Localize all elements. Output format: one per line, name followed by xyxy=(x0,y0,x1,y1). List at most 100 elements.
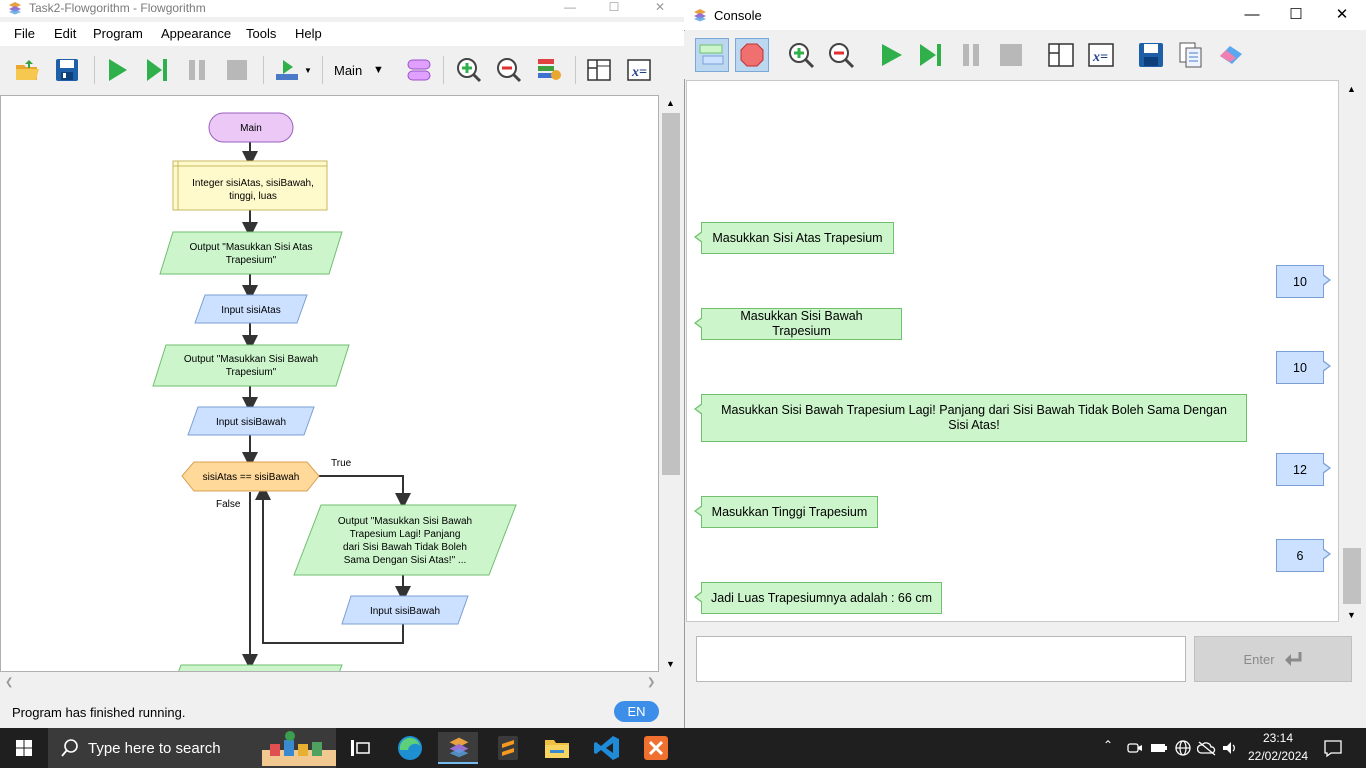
chevron-down-icon[interactable]: ▼ xyxy=(304,66,312,75)
run-speed-icon[interactable] xyxy=(273,56,301,84)
stop-icon[interactable] xyxy=(223,56,251,84)
scrollbar-thumb[interactable] xyxy=(1343,548,1361,604)
start-terminal[interactable] xyxy=(208,112,294,143)
language-badge[interactable]: EN xyxy=(614,701,659,722)
menu-help[interactable]: Help xyxy=(295,26,322,41)
console-output[interactable]: Masukkan Sisi Atas Trapesium 10 Masukkan… xyxy=(686,80,1339,622)
edge-browser-icon[interactable] xyxy=(390,732,430,764)
scroll-right-icon[interactable]: ❯ xyxy=(647,677,656,688)
chat-view-toggle[interactable] xyxy=(695,38,729,72)
scroll-down-icon[interactable]: ▼ xyxy=(1347,610,1356,620)
run-icon[interactable] xyxy=(876,40,906,70)
output-label-line2: Trapesium Lagi! Panjang xyxy=(350,529,461,540)
input-block[interactable] xyxy=(187,406,315,436)
toolbar-separator xyxy=(322,56,323,84)
step-icon[interactable] xyxy=(916,40,946,70)
scroll-left-icon[interactable]: ❮ xyxy=(5,677,14,688)
step-icon[interactable] xyxy=(143,56,171,84)
enter-button[interactable]: Enter xyxy=(1194,636,1352,682)
volume-icon[interactable] xyxy=(1221,740,1239,756)
svg-text:x=: x= xyxy=(631,65,647,80)
minimize-button[interactable]: — xyxy=(564,0,576,14)
eraser-icon[interactable] xyxy=(1216,40,1246,70)
zoom-out-icon[interactable] xyxy=(495,56,523,84)
zoom-in-icon[interactable] xyxy=(786,40,816,70)
input-block[interactable] xyxy=(341,595,469,625)
save-icon[interactable] xyxy=(53,56,81,84)
status-bar xyxy=(0,697,684,728)
input-block[interactable] xyxy=(194,294,308,324)
toolbar-separator xyxy=(263,56,264,84)
menu-program[interactable]: Program xyxy=(93,26,143,41)
console-input-field[interactable] xyxy=(696,636,1186,682)
close-button[interactable]: ✕ xyxy=(654,0,666,14)
output-label-line3: dari Sisi Bawah Tidak Boleh xyxy=(343,542,467,553)
show-hidden-icons-icon[interactable]: ⌃ xyxy=(1103,738,1114,752)
notifications-icon[interactable] xyxy=(1323,738,1343,758)
menu-file[interactable]: File xyxy=(14,26,35,41)
pause-icon[interactable] xyxy=(956,40,986,70)
declare-block[interactable] xyxy=(172,160,328,211)
clock-time[interactable]: 23:14 xyxy=(1262,731,1294,745)
console-output-message: Jadi Luas Trapesiumnya adalah : 66 cm xyxy=(694,582,942,614)
horizontal-scrollbar[interactable] xyxy=(0,674,659,692)
function-shapes-icon[interactable] xyxy=(405,56,433,84)
pause-icon[interactable] xyxy=(183,56,211,84)
stop-icon[interactable] xyxy=(996,40,1026,70)
scroll-up-icon[interactable]: ▲ xyxy=(666,98,675,108)
function-selector[interactable]: Main xyxy=(334,63,363,78)
clock-date[interactable]: 22/02/2024 xyxy=(1248,749,1309,763)
windows-start-icon[interactable] xyxy=(0,728,48,768)
maximize-button[interactable]: ☐ xyxy=(1289,6,1303,23)
variable-watch-icon[interactable]: x= xyxy=(1086,40,1116,70)
layout-icon[interactable] xyxy=(585,56,613,84)
scroll-up-icon[interactable]: ▲ xyxy=(1347,84,1356,94)
minimize-button[interactable]: — xyxy=(1244,6,1260,23)
chevron-down-icon[interactable]: ▼ xyxy=(373,64,384,76)
copy-icon[interactable] xyxy=(1176,40,1206,70)
declare-label-line2: tinggi, luas xyxy=(229,191,277,202)
globe-network-icon[interactable] xyxy=(1174,739,1192,757)
xampp-icon[interactable] xyxy=(636,732,676,764)
close-button[interactable]: ✕ xyxy=(1335,6,1349,23)
file-explorer-icon[interactable] xyxy=(537,732,577,764)
menu-edit[interactable]: Edit xyxy=(54,26,77,41)
scrollbar-thumb[interactable] xyxy=(662,113,680,475)
output-block[interactable] xyxy=(152,344,350,387)
meet-now-icon[interactable] xyxy=(1126,740,1144,756)
output-block[interactable] xyxy=(293,504,517,576)
cloud-sync-icon[interactable] xyxy=(1197,740,1217,756)
layout-settings-icon[interactable] xyxy=(535,56,563,84)
output-block[interactable] xyxy=(159,231,343,275)
toolbar-separator xyxy=(94,56,95,84)
menu-appearance[interactable]: Appearance xyxy=(161,26,232,41)
vscode-icon[interactable] xyxy=(587,732,627,764)
zoom-in-icon[interactable] xyxy=(455,56,483,84)
svg-text:x=: x= xyxy=(1092,50,1108,65)
status-text: Program has finished running. xyxy=(12,705,186,720)
output-block[interactable] xyxy=(178,664,343,672)
true-branch-label: True xyxy=(331,458,352,469)
zoom-out-icon[interactable] xyxy=(826,40,856,70)
while-loop-block[interactable] xyxy=(181,461,320,492)
run-icon[interactable] xyxy=(103,56,131,84)
save-icon[interactable] xyxy=(1136,40,1166,70)
console-vertical-scrollbar[interactable] xyxy=(1340,80,1364,622)
variable-watch-icon[interactable]: x= xyxy=(625,56,653,84)
layout-icon[interactable] xyxy=(1046,40,1076,70)
menu-tools[interactable]: Tools xyxy=(246,26,277,41)
output-label-line2: Trapesium" xyxy=(226,367,277,378)
flowgorithm-app-icon xyxy=(9,2,21,15)
output-label-line2: Trapesium" xyxy=(226,255,277,266)
task-view-icon[interactable] xyxy=(349,738,371,758)
flowchart-canvas[interactable]: Main Integer sisiAtas, sisiBawah, tinggi… xyxy=(0,95,659,672)
open-folder-icon[interactable] xyxy=(13,56,41,84)
search-icon xyxy=(61,739,78,757)
console-input-message: 10 xyxy=(1276,351,1331,384)
sublime-text-icon[interactable] xyxy=(488,732,528,764)
scroll-down-icon[interactable]: ▼ xyxy=(666,659,675,669)
stop-sign-icon xyxy=(740,43,764,67)
battery-icon[interactable] xyxy=(1150,740,1168,756)
maximize-button[interactable]: ☐ xyxy=(608,0,620,14)
console-input-message: 10 xyxy=(1276,265,1331,298)
